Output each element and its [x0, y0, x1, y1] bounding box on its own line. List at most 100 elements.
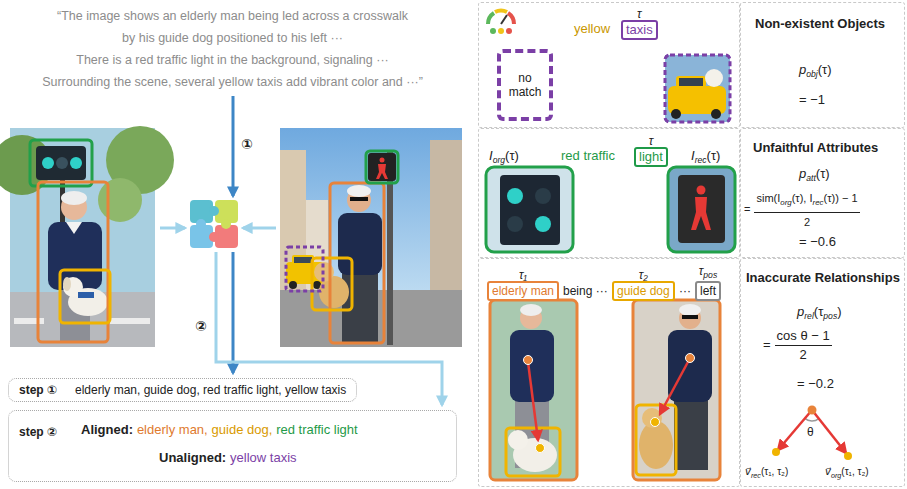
relation-crop-reconstructed-part	[636, 405, 676, 475]
reconstructed-photo	[280, 128, 462, 347]
label-text: (τ₁, τ₂)	[841, 466, 868, 477]
callout-number: ②	[195, 318, 207, 334]
label-text: 2	[804, 216, 810, 228]
label-text: guide dog,	[212, 422, 273, 437]
gauge-icon-part	[501, 15, 507, 24]
boxed-word: τposleft	[695, 281, 721, 301]
relation-crop-reconstructed-part	[639, 421, 673, 469]
panel-cell: being ······τ₁elderly manτ₂guide dogτpos…	[478, 258, 740, 487]
relation-crop-reconstructed-part	[651, 418, 660, 427]
taxi-crop-part	[665, 55, 730, 122]
relation-crop-reconstructed-part	[674, 398, 708, 470]
original-photo	[0, 126, 174, 347]
relation-crop-reconstructed-part	[686, 354, 695, 363]
reconstructed-photo-part	[342, 272, 378, 342]
label-text: Unfaithful Attributes	[753, 140, 878, 155]
text-line: pobj(τ)	[799, 63, 832, 81]
fraction-numerator: sim(Iorg(τ), Irec(τ)) − 1	[754, 191, 859, 213]
gauge-icon-part	[498, 28, 504, 34]
original-photo-part	[61, 191, 87, 205]
subscript: rec	[695, 155, 707, 165]
subscript: pos	[703, 270, 717, 280]
label-text: Aligned:	[81, 422, 133, 437]
text-line: prel(τpos)	[797, 305, 842, 323]
label-text: (τ₁, τ₂)	[761, 466, 788, 477]
relation-crop-reconstructed-part	[642, 408, 662, 428]
text-line: v⃗rec(τ₁, τ₂)	[745, 465, 788, 483]
puzzle-icon-part	[209, 206, 219, 216]
relation-crop-reconstructed	[633, 300, 720, 480]
tau-label: τ	[637, 7, 642, 21]
original-photo-part	[110, 318, 150, 324]
reconstructed-photo-part	[286, 247, 323, 291]
reconstructed-photo-part	[366, 151, 398, 183]
original-photo-part	[60, 270, 110, 323]
label-text: yellow taxis	[230, 450, 296, 465]
relation-crop-original-part	[520, 304, 542, 316]
text-line: = sim(Iorg(τ), Irec(τ)) − 1 2	[744, 191, 860, 229]
relation-crop-original-part	[536, 444, 545, 453]
light-crop-reconstructed-part	[678, 175, 725, 243]
gauge-icon-part	[495, 11, 507, 12]
vector-angle-figure	[772, 406, 852, 461]
puzzle-icon-part	[221, 219, 231, 229]
original-photo-part	[98, 178, 142, 222]
text-line: v⃗org(τ₁, τ₂)	[825, 465, 869, 483]
light-crop-original-part	[507, 188, 523, 204]
light-crop-original-part	[507, 216, 523, 232]
reconstructed-photo-part	[294, 257, 312, 263]
light-crop-reconstructed-part	[668, 167, 735, 252]
taxi-crop-part	[705, 69, 723, 87]
subscript: pos	[823, 311, 837, 321]
boxed-word: τtaxis	[621, 20, 658, 40]
label-text: = −1	[799, 92, 825, 107]
label-text: τ	[649, 134, 654, 148]
relation-crop-original-part	[490, 300, 577, 480]
text-box: no match	[497, 49, 553, 121]
label-text: 2	[800, 347, 807, 362]
gauge-icon-part	[490, 28, 496, 34]
subscript: rel	[804, 311, 814, 321]
reconstructed-photo-part	[338, 213, 382, 275]
taxi-crop-part	[711, 109, 721, 119]
label-text: θ	[807, 425, 814, 439]
puzzle-icon-part	[196, 219, 206, 229]
text-line: θ	[807, 425, 814, 439]
label-text: =	[744, 203, 750, 215]
label-text: red traffic	[561, 148, 615, 163]
tau-label: τ	[649, 134, 654, 148]
puzzle-icon	[190, 200, 238, 248]
label-text: Unaligned:	[159, 450, 226, 465]
relation-crop-original-part	[524, 356, 533, 365]
vector-angle-figure-part	[778, 410, 812, 450]
original-photo-part	[42, 157, 54, 169]
text-line: Unaligned: yellow taxis	[159, 451, 297, 465]
label-text: (τ)	[707, 148, 721, 163]
taxi-crop-part	[679, 78, 703, 86]
label-text: τ₂	[639, 268, 648, 282]
reconstructed-photo-part	[368, 153, 396, 181]
boxed-word: τ₂guide dog	[612, 281, 675, 301]
text-line: Irec(τ)	[691, 149, 720, 167]
subscript: org	[831, 471, 841, 480]
flow-arrows	[160, 96, 442, 405]
panel-cell: Inaccurate Relationshipsprel(τpos)=cos θ…	[740, 258, 905, 487]
relation-crop-original-part	[506, 428, 560, 476]
label-text: (τ)) − 1	[824, 192, 858, 204]
flow-arrows-part	[243, 227, 276, 230]
label-text: (τ)	[818, 62, 832, 77]
caption-quote: “The image shows an elderly man being le…	[0, 8, 465, 24]
light-crop-reconstructed-part	[691, 197, 711, 230]
text-line: ···	[679, 284, 691, 298]
tau-label: τ₂	[639, 268, 648, 282]
relation-crop-reconstructed-part	[668, 330, 712, 402]
text-line: = −0.2	[797, 377, 834, 391]
boxed-word-text: guide dog	[617, 284, 670, 298]
label-text: = −0.2	[797, 376, 834, 391]
label-text: p	[797, 304, 804, 319]
vector-angle-figure-part	[812, 410, 846, 453]
label-text: (τ), I	[792, 192, 813, 204]
subscript: org	[493, 155, 505, 165]
boxed-word-text: left	[700, 284, 716, 298]
taxi-crop	[665, 55, 730, 122]
